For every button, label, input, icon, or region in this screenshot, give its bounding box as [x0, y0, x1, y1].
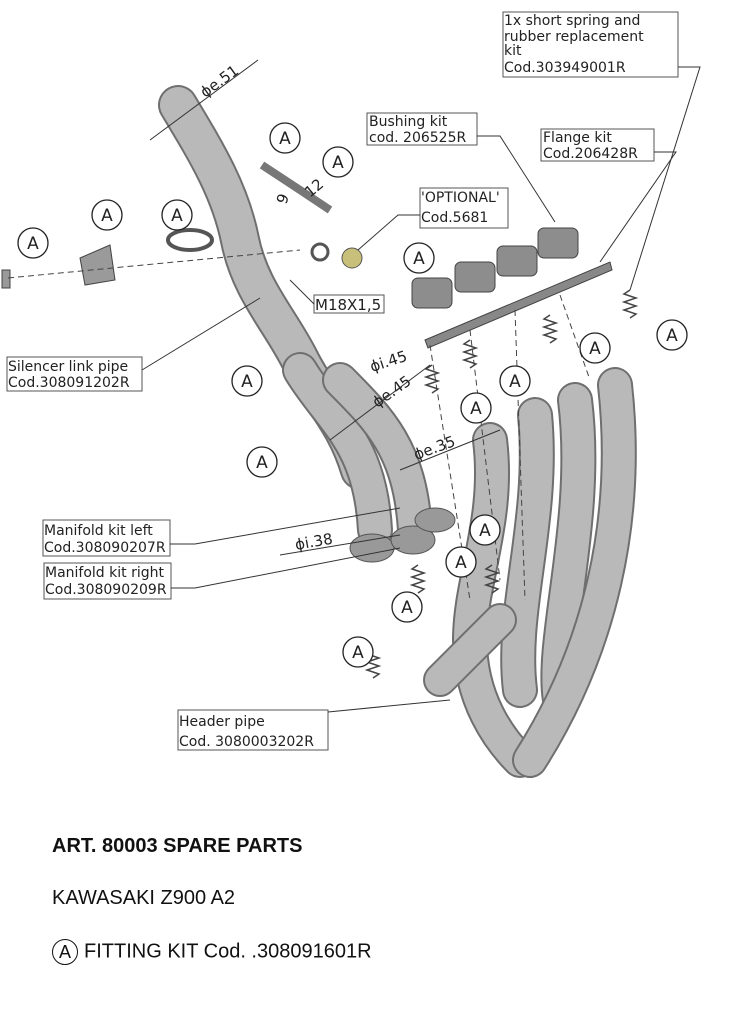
svg-text:M18X1,5: M18X1,5 [315, 296, 381, 314]
header-pipes [423, 367, 637, 778]
svg-text:Manifold kit right: Manifold kit right [45, 565, 164, 581]
fitting-marker-a: A [91, 199, 123, 231]
label-manifold-left: Manifold kit left Cod.308090207R [42, 507, 401, 557]
marker-circle [445, 546, 477, 578]
marker-circle [91, 199, 123, 231]
svg-text:Cod.308090209R: Cod.308090209R [45, 582, 167, 598]
marker-letter: A [509, 372, 521, 392]
fitting-marker-a: A [161, 199, 193, 231]
marker-letter: A [470, 399, 482, 419]
svg-text:ϕi.38: ϕi.38 [294, 530, 334, 554]
marker-circle [342, 636, 374, 668]
marker-letter: A [27, 234, 39, 254]
label-header-pipe: Header pipe Cod. 3080003202R [177, 699, 451, 751]
bushings [411, 227, 579, 309]
fitting-kit-code: FITTING KIT Cod. .308091601R [84, 940, 372, 963]
label-flange-kit: Flange kit Cod.206428R [540, 128, 677, 263]
svg-text:kit: kit [504, 43, 522, 59]
marker-letter: A [279, 129, 291, 149]
fitting-marker-a: A [17, 227, 49, 259]
fitting-marker-a: A [656, 319, 688, 351]
marker-letter: A [241, 372, 253, 392]
fitting-marker-a: A [246, 446, 278, 478]
marker-circle [499, 365, 531, 397]
svg-text:Cod.5681: Cod.5681 [421, 210, 488, 226]
spare-parts-title: ART. 80003 SPARE PARTS [52, 835, 303, 857]
svg-text:Cod.308090207R: Cod.308090207R [44, 540, 166, 556]
fitting-marker-a: A [469, 514, 501, 546]
marker-letter: A [171, 206, 183, 226]
marker-circle [322, 146, 354, 178]
label-optional: 'OPTIONAL' Cod.5681 [357, 187, 509, 251]
fitting-marker-a: A [445, 546, 477, 578]
svg-text:1x short spring and: 1x short spring and [504, 13, 640, 29]
label-bushing-kit: Bushing kit cod. 206525R [366, 112, 556, 223]
svg-text:Cod. 3080003202R: Cod. 3080003202R [179, 734, 314, 750]
marker-letter: A [401, 598, 413, 618]
fitting-marker-a: A [579, 332, 611, 364]
fitting-marker-a: A [342, 636, 374, 668]
svg-text:ϕe.51: ϕe.51 [197, 61, 242, 101]
mounting-hardware [1, 161, 591, 601]
marker-circle [269, 122, 301, 154]
marker-circle [17, 227, 49, 259]
label-manifold-right: Manifold kit right Cod.308090209R [43, 547, 401, 600]
fitting-marker-a: A [499, 365, 531, 397]
svg-text:cod. 206525R: cod. 206525R [369, 130, 466, 146]
fitting-marker-a: A [403, 242, 435, 274]
fitting-marker-a: A [322, 146, 354, 178]
label-spring-kit: 1x short spring and rubber replacement k… [502, 11, 701, 291]
fitting-marker-a: A [269, 122, 301, 154]
svg-text:Flange kit: Flange kit [543, 130, 612, 146]
marker-letter: A [413, 249, 425, 269]
marker-circle [469, 514, 501, 546]
label-silencer-link-pipe: Silencer link pipe Cod.308091202R [6, 297, 261, 392]
fitting-marker-a: A [231, 365, 263, 397]
marker-circle [579, 332, 611, 364]
marker-circle [391, 591, 423, 623]
marker-letter: A [256, 453, 268, 473]
marker-letter: A [479, 521, 491, 541]
svg-text:rubber replacement: rubber replacement [504, 29, 644, 45]
vehicle-model: KAWASAKI Z900 A2 [52, 887, 236, 909]
svg-text:Silencer link pipe: Silencer link pipe [8, 359, 128, 375]
svg-text:Cod.206428R: Cod.206428R [543, 146, 638, 162]
marker-circle [460, 392, 492, 424]
marker-circle [246, 446, 278, 478]
springs [364, 289, 639, 679]
svg-text:Cod.308091202R: Cod.308091202R [8, 375, 130, 391]
marker-letter: A [101, 206, 113, 226]
fitting-kit-legend: A FITTING KIT Cod. .308091601R [52, 939, 372, 965]
svg-text:9: 9 [273, 191, 293, 206]
marker-letter: A [666, 326, 678, 346]
svg-text:Manifold kit left: Manifold kit left [44, 523, 153, 539]
marker-circle [403, 242, 435, 274]
fitting-kit-marker-icon: A [52, 939, 78, 965]
svg-text:ϕe.35: ϕe.35 [411, 432, 458, 464]
svg-text:Header pipe: Header pipe [179, 714, 265, 730]
marker-letter: A [352, 643, 364, 663]
fitting-marker-a: A [460, 392, 492, 424]
svg-text:Cod.303949001R: Cod.303949001R [504, 60, 626, 76]
flange-plate [424, 261, 613, 349]
marker-circle [161, 199, 193, 231]
marker-circle [656, 319, 688, 351]
marker-letter: A [589, 339, 601, 359]
exhaust-exploded-diagram: 1x short spring and rubber replacement k… [1, 11, 701, 778]
marker-letter: A [455, 553, 467, 573]
marker-letter: A [332, 153, 344, 173]
manifold-kit [282, 352, 456, 563]
marker-circle [231, 365, 263, 397]
svg-text:'OPTIONAL': 'OPTIONAL' [421, 190, 500, 206]
svg-text:Bushing kit: Bushing kit [369, 114, 448, 130]
fitting-marker-a: A [391, 591, 423, 623]
